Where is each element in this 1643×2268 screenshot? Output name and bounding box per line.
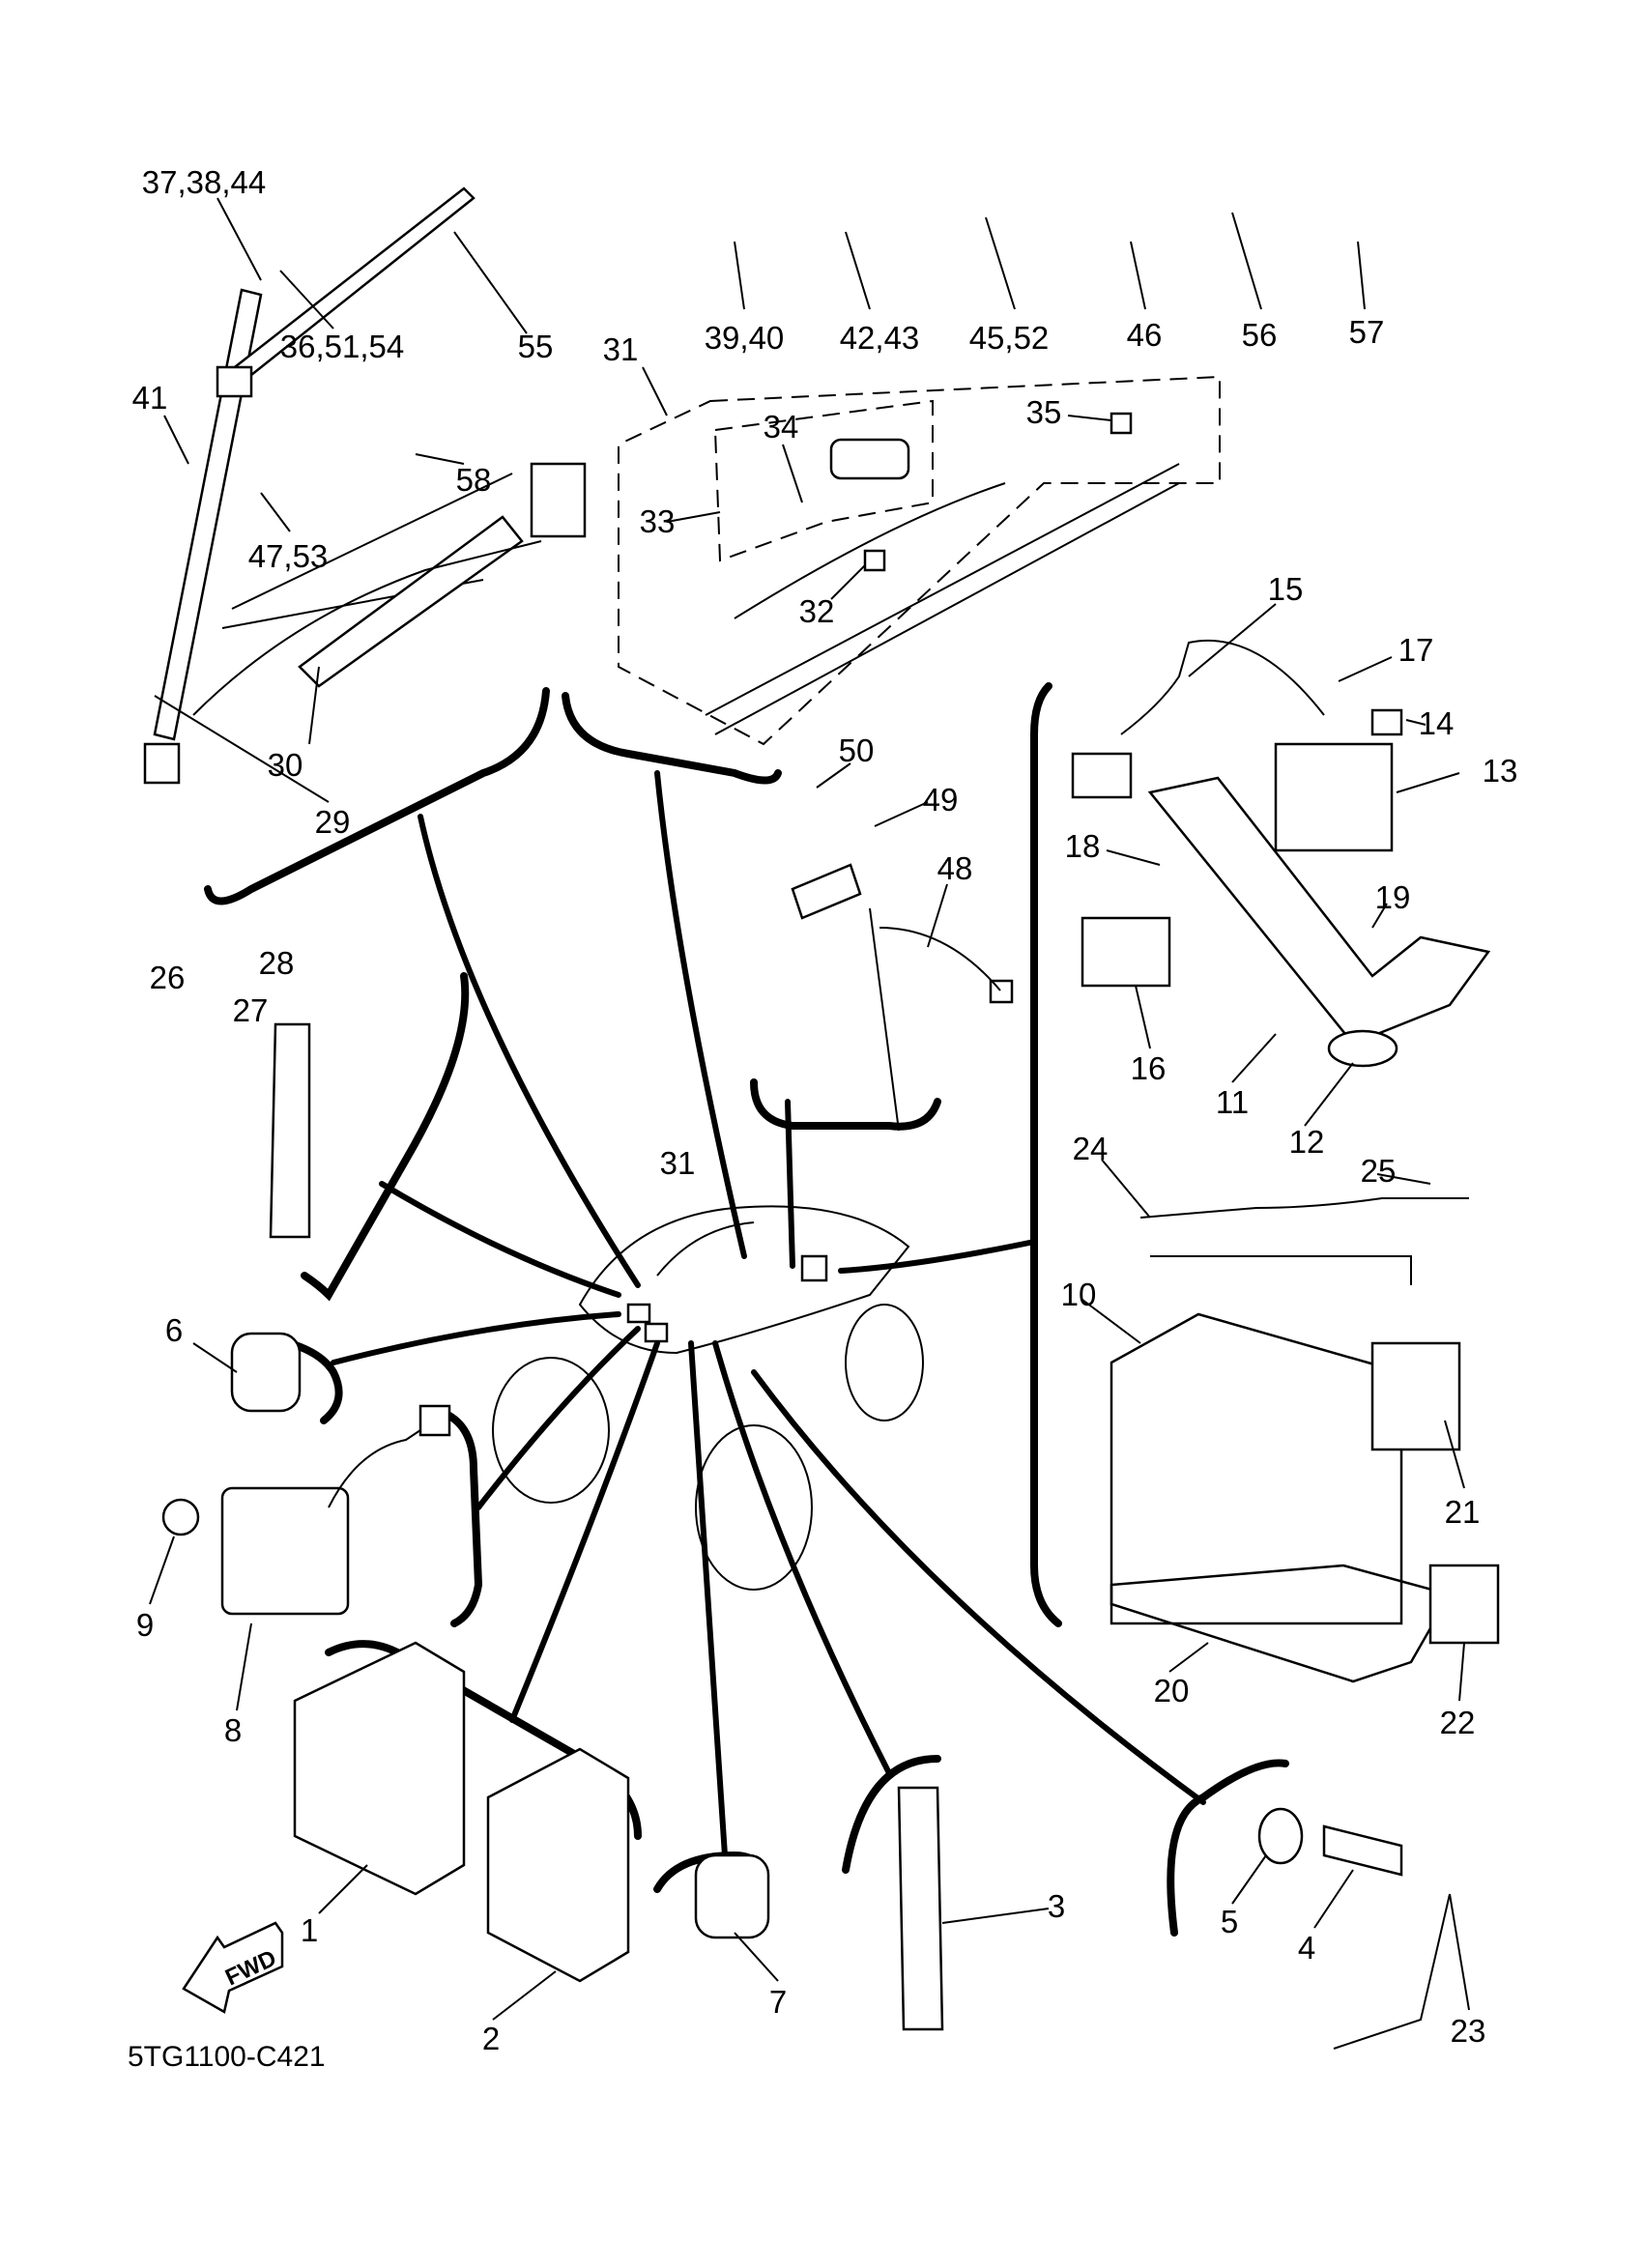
callout-22: 22: [1440, 1705, 1476, 1740]
wire-harness-kit-outline: [618, 375, 1221, 746]
callout-12: 12: [1289, 1124, 1325, 1160]
callout-16: 16: [1131, 1050, 1167, 1086]
callout-2: 2: [482, 2021, 500, 2056]
callout-15: 15: [1268, 571, 1304, 607]
callout-35: 35: [1026, 394, 1062, 430]
callout-26: 26: [150, 960, 186, 995]
callout-leaders: [149, 197, 1470, 2021]
callout-3: 3: [1048, 1888, 1065, 1924]
callout-1: 1: [301, 1912, 318, 1948]
callout-7: 7: [769, 1984, 787, 2020]
callout-49: 49: [923, 782, 959, 818]
callout-29: 29: [315, 804, 351, 840]
callout-9: 9: [136, 1607, 154, 1643]
component-shapes: [143, 187, 1500, 2050]
callout-46: 46: [1127, 317, 1163, 353]
callout-48: 48: [937, 850, 973, 886]
group-leader-lines: [331, 770, 1206, 1858]
callout-10: 10: [1061, 1277, 1097, 1312]
callout-56: 56: [1242, 317, 1278, 353]
callout-14: 14: [1419, 705, 1455, 741]
callout-37-38-44: 37,38,44: [142, 164, 266, 200]
callout-21: 21: [1445, 1494, 1481, 1530]
callout-4: 4: [1298, 1930, 1315, 1966]
callout-19: 19: [1375, 879, 1411, 915]
callout-6: 6: [165, 1312, 183, 1348]
callout-45-52: 45,52: [969, 320, 1050, 356]
callout-27: 27: [233, 992, 269, 1028]
atv-vehicle-outline: [492, 1205, 924, 1591]
callout-47-53: 47,53: [248, 538, 329, 574]
callout-50: 50: [839, 732, 875, 768]
callout-31: 31: [603, 331, 639, 367]
callout-25: 25: [1361, 1153, 1397, 1189]
callout-41: 41: [132, 380, 168, 416]
callout-5: 5: [1221, 1904, 1238, 1939]
callout-42-43: 42,43: [840, 320, 920, 356]
callout-17: 17: [1398, 632, 1434, 668]
drawing-code: 5TG1100-C421: [128, 2041, 326, 2073]
callout-18: 18: [1065, 828, 1101, 864]
callout-28: 28: [259, 945, 295, 981]
callout-13: 13: [1483, 753, 1518, 789]
callout-58: 58: [456, 462, 492, 498]
callout-24: 24: [1073, 1131, 1109, 1166]
callout-36-51-54: 36,51,54: [280, 329, 404, 364]
callout-32: 32: [799, 593, 835, 629]
callout-33: 33: [640, 503, 676, 539]
callout-8: 8: [224, 1712, 242, 1748]
callout-30: 30: [268, 747, 303, 783]
forward-direction-arrow: FWD: [182, 1921, 284, 2014]
callout-11: 11: [1216, 1084, 1249, 1120]
callout-57: 57: [1349, 314, 1385, 350]
callout-34: 34: [764, 409, 799, 445]
callout-31: 31: [660, 1145, 696, 1181]
callout-39-40: 39,40: [705, 320, 785, 356]
callout-23: 23: [1451, 2013, 1486, 2049]
callout-20: 20: [1154, 1673, 1190, 1708]
callout-55: 55: [518, 329, 554, 364]
